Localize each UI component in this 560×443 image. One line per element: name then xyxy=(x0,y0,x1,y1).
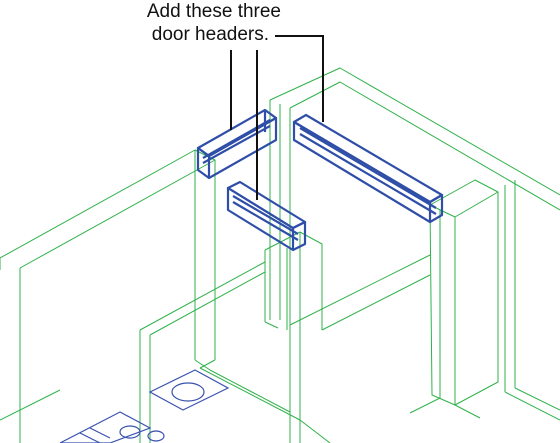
leader-to-right-header xyxy=(275,35,324,122)
callout-leaders xyxy=(230,35,324,200)
bathroom-fixtures xyxy=(59,369,230,443)
floor-lines xyxy=(0,254,481,443)
door-header-left xyxy=(196,108,278,180)
right-pier xyxy=(429,179,499,406)
door-header-right xyxy=(292,113,444,224)
far-right-wall xyxy=(504,180,560,421)
left-wall xyxy=(0,149,216,443)
back-wall xyxy=(269,67,560,325)
door-header-middle xyxy=(226,180,307,252)
callout-text-line-2: door headers. xyxy=(151,24,269,45)
door-headers xyxy=(196,108,444,252)
callout-text-line-1: Add these three xyxy=(146,1,281,22)
toilet-fixture xyxy=(59,411,165,443)
walls-wireframe xyxy=(0,67,560,443)
sink-fixture xyxy=(148,369,230,411)
